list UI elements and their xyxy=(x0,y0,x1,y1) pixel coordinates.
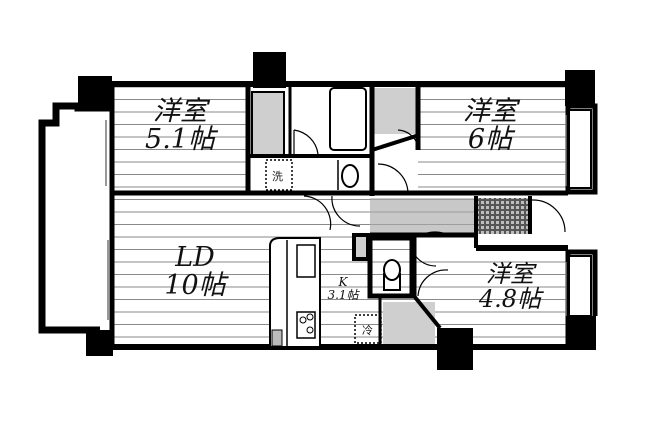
room-name: 洋室 xyxy=(153,96,207,127)
room-size: 5.1帖 xyxy=(145,124,215,156)
kitchen-counter xyxy=(269,237,321,347)
fridge-label: 冷 xyxy=(362,324,373,337)
windows xyxy=(105,115,567,320)
doors xyxy=(293,129,566,297)
room-label-kitchen: K 3.1帖 xyxy=(318,276,368,301)
room-floors xyxy=(112,86,568,346)
wash-basin xyxy=(341,164,359,188)
room-size: 6帖 xyxy=(467,124,513,156)
room-label-western-1: 洋室 5.1帖 xyxy=(130,96,230,156)
room-label-living-dining: LD 10帖 xyxy=(140,242,250,302)
room-label-western-3: 洋室 4.8帖 xyxy=(462,260,558,314)
fridge-space xyxy=(354,314,382,344)
room-size: 3.1帖 xyxy=(327,287,359,302)
washer-space xyxy=(265,159,293,191)
pillars xyxy=(78,52,596,370)
room-name: LD xyxy=(175,242,215,273)
walls xyxy=(109,81,571,350)
hallway-lines xyxy=(370,198,476,234)
balcony-right xyxy=(568,103,598,317)
room-name: 洋室 xyxy=(463,96,517,127)
entrance-tiles xyxy=(477,198,529,234)
room-name: K xyxy=(338,275,348,289)
toilet xyxy=(383,259,401,291)
bathtub xyxy=(329,87,367,151)
washer-label: 洗 xyxy=(272,170,283,183)
room-size: 10帖 xyxy=(164,270,226,302)
room-label-western-2: 洋室 6帖 xyxy=(440,96,540,156)
balcony-left xyxy=(38,102,112,334)
room-size: 4.8帖 xyxy=(478,285,542,314)
room-name: 洋室 xyxy=(486,260,534,288)
